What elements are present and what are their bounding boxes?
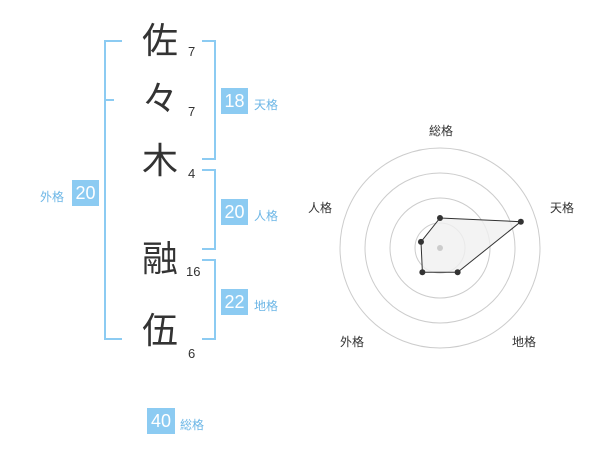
radar-ring-2 — [389, 197, 491, 299]
radar-rings — [339, 147, 541, 349]
name-char-3: 木 — [141, 141, 178, 182]
chikaku-bracket — [202, 259, 216, 340]
radar-point-2 — [454, 269, 461, 276]
axis-label-tenkaku: 天格 — [550, 200, 574, 215]
name-char-5: 伍 — [141, 311, 178, 352]
tenkaku-value-badge: 18 — [221, 88, 248, 114]
radar-point-4 — [417, 238, 424, 245]
stroke-count-5: 6 — [188, 346, 196, 361]
radar-point-3 — [419, 269, 426, 276]
gaikaku-label: 外格 — [40, 190, 65, 204]
name-char-4: 融 — [141, 239, 178, 280]
radar-center-dot — [437, 245, 443, 251]
stroke-count-2: 7 — [188, 104, 196, 119]
gaikaku-bracket — [104, 40, 122, 340]
soukaku-label: 総格 — [180, 418, 205, 432]
radar-ring-4 — [339, 147, 541, 349]
soukaku-value-badge: 40 — [147, 408, 175, 434]
tenkaku-bracket — [202, 40, 216, 160]
chikaku-label: 地格 — [254, 299, 279, 313]
radar-series-area — [420, 217, 523, 273]
name-char-2: 々 — [141, 79, 178, 120]
tenkaku-label: 天格 — [254, 98, 279, 112]
gaikaku-bracket-tick — [104, 99, 114, 101]
radar-point-0 — [437, 215, 443, 221]
gaikaku-value-badge: 20 — [72, 180, 99, 206]
axis-label-gaikaku: 外格 — [340, 334, 364, 349]
radar-points — [417, 215, 524, 276]
jinkaku-label: 人格 — [254, 209, 279, 223]
radar-point-1 — [517, 218, 524, 225]
axis-label-soukaku: 総格 — [429, 123, 453, 138]
name-char-1: 佐 — [141, 21, 178, 62]
jinkaku-bracket — [202, 169, 216, 250]
jinkaku-value-badge: 20 — [221, 199, 248, 225]
chikaku-value-badge: 22 — [221, 289, 248, 315]
stroke-count-1: 7 — [188, 44, 196, 59]
axis-label-jinkaku: 人格 — [308, 200, 332, 215]
stroke-count-3: 4 — [188, 166, 196, 181]
stroke-count-4: 16 — [186, 264, 201, 279]
radar-ring-3 — [364, 172, 516, 324]
axis-label-chikaku: 地格 — [512, 334, 536, 349]
